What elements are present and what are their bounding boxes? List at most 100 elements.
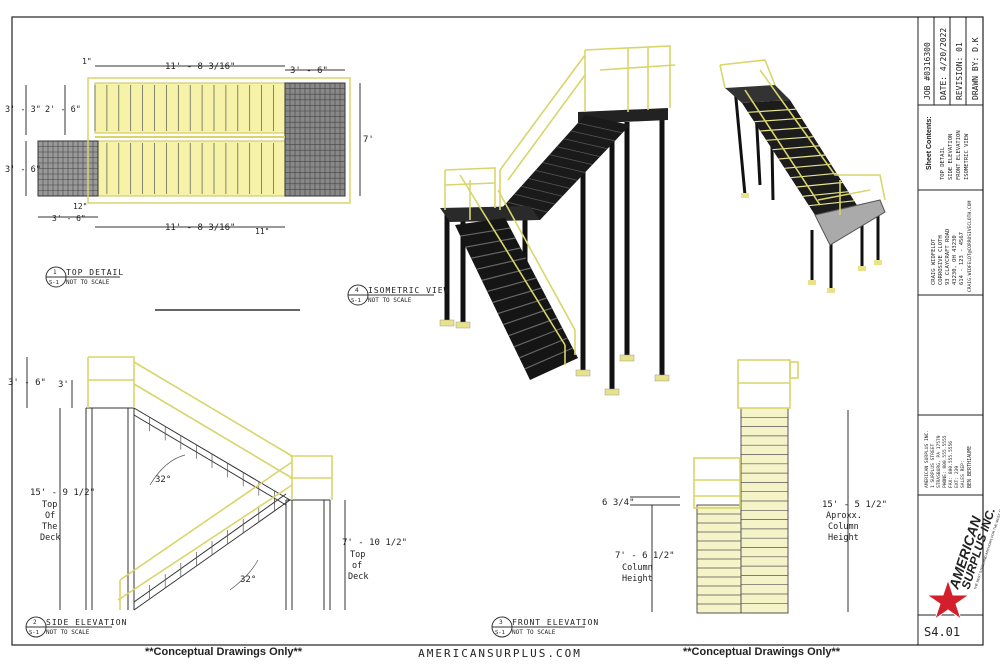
svg-text:FRONT ELEVATION: FRONT ELEVATION	[956, 130, 962, 180]
svg-text:Column: Column	[828, 522, 859, 532]
line-work	[514, 193, 556, 205]
line-work	[476, 257, 526, 270]
line-work	[465, 237, 516, 248]
line-work	[577, 122, 623, 134]
drawn-by: DRAWN BY: D.K	[971, 37, 980, 100]
side-elevation-view: 3' - 6" 3' 32° 32° 15' - 9 1/2" Top Of T…	[8, 356, 407, 638]
line-work	[519, 337, 568, 359]
svg-text:PHONE: 800.555.5555: PHONE: 800.555.5555	[942, 435, 948, 488]
sheet-number: S4.01	[924, 625, 960, 639]
side-title: SIDE ELEVATION	[46, 618, 127, 627]
iso-handrails	[444, 45, 676, 365]
line-work	[535, 170, 578, 181]
svg-text:CRAIG.WIDFELDT@CORROSIVECLOTH.: CRAIG.WIDFELDT@CORROSIVECLOTH.COM	[967, 200, 973, 292]
sheet-contents-label: Sheet Contents:	[926, 116, 933, 170]
top-detail-scale: NOT TO SCALE	[66, 279, 110, 286]
isometric-alt-view	[719, 59, 886, 293]
svg-text:ISOMETRIC VIEW: ISOMETRIC VIEW	[964, 133, 970, 180]
front-elevation-view: 6 3/4" 7' - 6 1/2" Column Height 15' - 5…	[491, 359, 887, 638]
line-work	[460, 227, 511, 237]
line-work	[778, 154, 826, 160]
dim-bottom-36: 3' - 6"	[52, 214, 86, 223]
svg-text:614 - 123 - 4567: 614 - 123 - 4567	[959, 232, 965, 285]
line-work	[772, 145, 820, 151]
side-angle-2: 32°	[240, 575, 256, 585]
iso-title: ISOMETRIC VIEW	[368, 286, 449, 295]
svg-text:Column: Column	[622, 563, 653, 573]
date: DATE: 4/20/2022	[939, 28, 948, 100]
line-work	[521, 185, 563, 197]
dim-small-1: 1"	[82, 57, 92, 66]
top-detail-title: TOP DETAIL	[66, 268, 124, 277]
line-work	[492, 287, 542, 304]
dim-left-33: 3' - 3"	[5, 105, 41, 115]
line-work	[513, 327, 563, 348]
svg-text:Of: Of	[45, 511, 55, 521]
footer-disclaimer-left: **Conceptual Drawings Only**	[145, 646, 303, 658]
american-surplus-logo: AMERICAN SURPLUS INC. THE BEST STEEL AND…	[925, 478, 1000, 621]
svg-text:4: 4	[355, 287, 359, 294]
svg-text:STRASBURG, PA 17579: STRASBURG, PA 17579	[936, 435, 942, 488]
svg-text:Aproxx.: Aproxx.	[826, 511, 862, 521]
line-work	[508, 317, 558, 337]
iso-mid-landing	[440, 206, 540, 222]
line-work	[470, 247, 521, 259]
svg-text:Deck: Deck	[348, 572, 368, 582]
company-info: AMERICAN SURPLUS INC. 1 SURPLUS STREET S…	[924, 430, 973, 488]
dim-top-width-bottom: 11' - 8 3/16"	[165, 223, 235, 233]
svg-text:Top: Top	[42, 500, 57, 510]
svg-text:TOP DETAIL: TOP DETAIL	[940, 146, 946, 180]
top-rail-outline	[87, 77, 351, 204]
dim-top-width: 11' - 8 3/16"	[165, 62, 235, 72]
front-col2-height: 15' - 5 1/2"	[822, 500, 887, 510]
line-work	[497, 297, 547, 315]
line-work	[486, 277, 537, 293]
svg-text:Height: Height	[622, 574, 653, 584]
line-work	[542, 162, 586, 173]
svg-text:of: of	[352, 561, 362, 571]
footer-website: AMERICANSURPLUS.COM	[418, 647, 582, 660]
client-info: CRAIG WIDFELDT CORROSIVE CLOTH 93 CLAYCR…	[931, 200, 973, 292]
svg-text:CORROSIVE CLOTH: CORROSIVE CLOTH	[938, 235, 944, 285]
svg-text:S-1: S-1	[49, 280, 59, 286]
dim-right-landing: 3' - 6"	[290, 66, 328, 76]
dim-bottom-11: 11"	[255, 227, 269, 236]
front-col-height: 7' - 6 1/2"	[615, 551, 675, 561]
line-work	[784, 163, 831, 169]
side-height: 15' - 9 1/2"	[30, 488, 95, 498]
svg-text:FAX: 800.555.5556: FAX: 800.555.5556	[948, 441, 954, 488]
line-work	[549, 154, 593, 165]
logo-star-icon	[925, 578, 971, 621]
line-work	[556, 146, 601, 158]
line-work	[570, 130, 616, 142]
dim-bottom-12: 12"	[73, 202, 87, 211]
svg-text:Top: Top	[350, 550, 365, 560]
iso-lower-flight	[455, 218, 578, 380]
line-work	[528, 177, 571, 189]
svg-text:SALES REP:: SALES REP:	[960, 460, 966, 488]
line-work	[481, 267, 532, 281]
sheet-border	[11, 16, 984, 646]
svg-text:Deck: Deck	[40, 533, 60, 543]
side-angle-1: 32°	[155, 475, 171, 485]
line-work	[563, 138, 608, 150]
title-block: JOB #0316300 DATE: 4/20/2022 REVISION: 0…	[918, 17, 1000, 639]
line-work	[754, 117, 802, 123]
iso-scale: NOT TO SCALE	[368, 297, 412, 304]
svg-text:Height: Height	[828, 533, 859, 543]
svg-text:S-1: S-1	[351, 298, 361, 304]
dim-right-7: 7'	[363, 135, 374, 145]
svg-text:2: 2	[33, 619, 37, 626]
svg-text:SIDE ELEVATION: SIDE ELEVATION	[948, 134, 954, 180]
svg-text:EXT: 239: EXT: 239	[954, 466, 960, 488]
svg-text:3: 3	[499, 619, 503, 626]
svg-text:BEN BERTHIAUME: BEN BERTHIAUME	[967, 446, 973, 488]
front-scale: NOT TO SCALE	[512, 629, 556, 636]
job-number: JOB #0316300	[923, 42, 932, 100]
side-dim-36: 3' - 6"	[8, 378, 46, 388]
dim-left-26: 2' - 6"	[45, 105, 81, 115]
dim-left-36: 3' - 6"	[5, 165, 41, 175]
svg-text:The: The	[42, 522, 57, 532]
line-work	[760, 126, 808, 132]
